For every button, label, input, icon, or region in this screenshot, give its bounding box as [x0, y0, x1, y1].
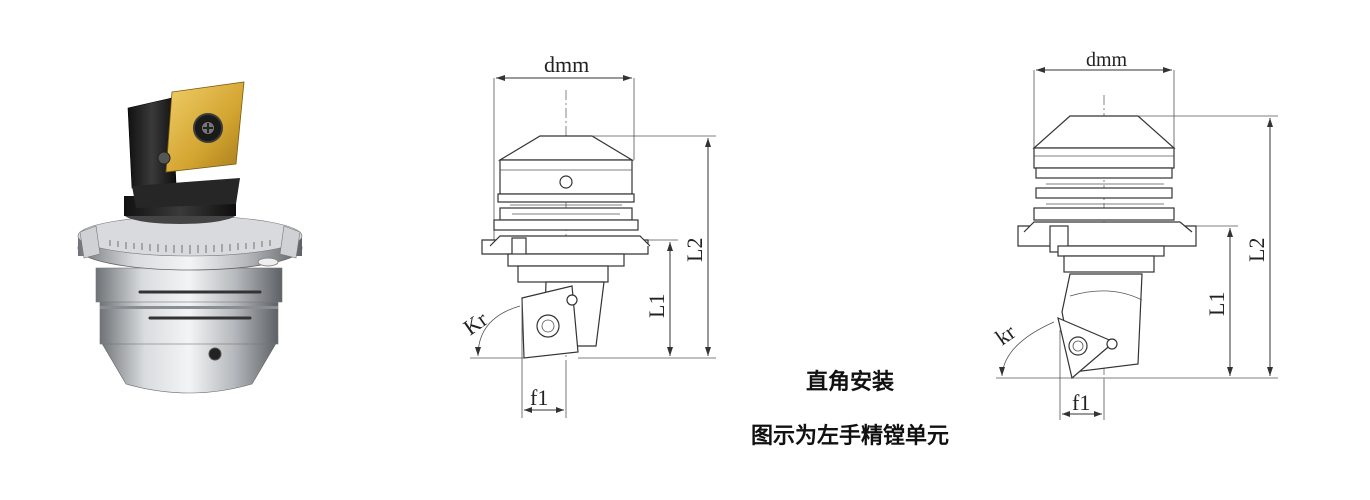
technical-drawing-left [470, 75, 716, 418]
l2-label-left: L2 [682, 238, 707, 262]
l1-label-left: L1 [644, 294, 669, 318]
technical-drawing-right [996, 67, 1278, 420]
f1-label-right: f1 [1072, 390, 1090, 415]
kr-label-left: Kr [459, 306, 493, 340]
kr-label-right: kr [991, 319, 1021, 350]
product-photo [77, 81, 303, 394]
dm-label-left: dmm [544, 52, 589, 77]
dm-label-right: dmm [1086, 49, 1128, 71]
product-caption: 图示为左手精镗单元 [750, 424, 949, 449]
l1-label-right: L1 [1204, 292, 1229, 316]
scale-ticks [109, 240, 271, 254]
f1-label-left: f1 [530, 385, 548, 410]
l2-label-right: L2 [1244, 238, 1269, 262]
mount-caption: 直角安装 [805, 370, 894, 395]
